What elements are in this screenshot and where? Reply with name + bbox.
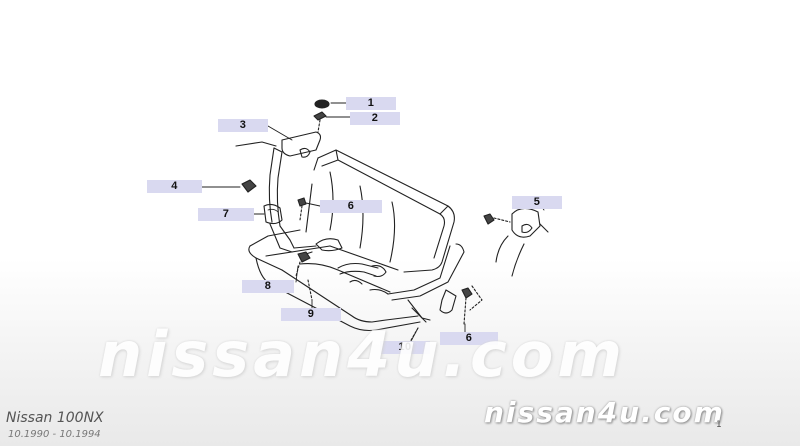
callout-9: 9 — [281, 308, 341, 321]
callout-1: 1 — [346, 97, 396, 110]
model-name: Nissan 100NX — [6, 410, 104, 426]
part-9-belt — [307, 262, 387, 301]
callout-6b: 6 — [440, 332, 498, 345]
seat-back — [305, 149, 455, 273]
leader-lines — [201, 102, 545, 344]
part-3-retractor — [235, 131, 322, 227]
callout-7: 7 — [198, 208, 254, 221]
part-7-anchor — [263, 203, 295, 253]
page-mark: 1 — [716, 420, 722, 430]
part-1-cap — [314, 99, 330, 109]
part-5-bracket — [483, 207, 549, 277]
callout-2: 2 — [350, 112, 400, 125]
part-2-bolt — [313, 111, 327, 133]
watermark-center: nissan4u.com — [98, 318, 626, 391]
callout-4: 4 — [147, 180, 202, 193]
part-6-bolt-lower — [461, 285, 483, 325]
watermark-corner: nissan4u.com — [484, 396, 725, 429]
callout-8: 8 — [242, 280, 294, 293]
part-4-nut — [241, 179, 257, 193]
callout-6a: 6 — [320, 200, 382, 213]
seat-cushion — [248, 229, 421, 332]
model-years: 10.1990 - 10.1994 — [8, 429, 101, 440]
callout-3: 3 — [218, 119, 268, 132]
part-6-bolt-upper — [297, 197, 307, 221]
callout-5: 5 — [512, 196, 562, 209]
callout-10: 10 — [380, 341, 430, 354]
